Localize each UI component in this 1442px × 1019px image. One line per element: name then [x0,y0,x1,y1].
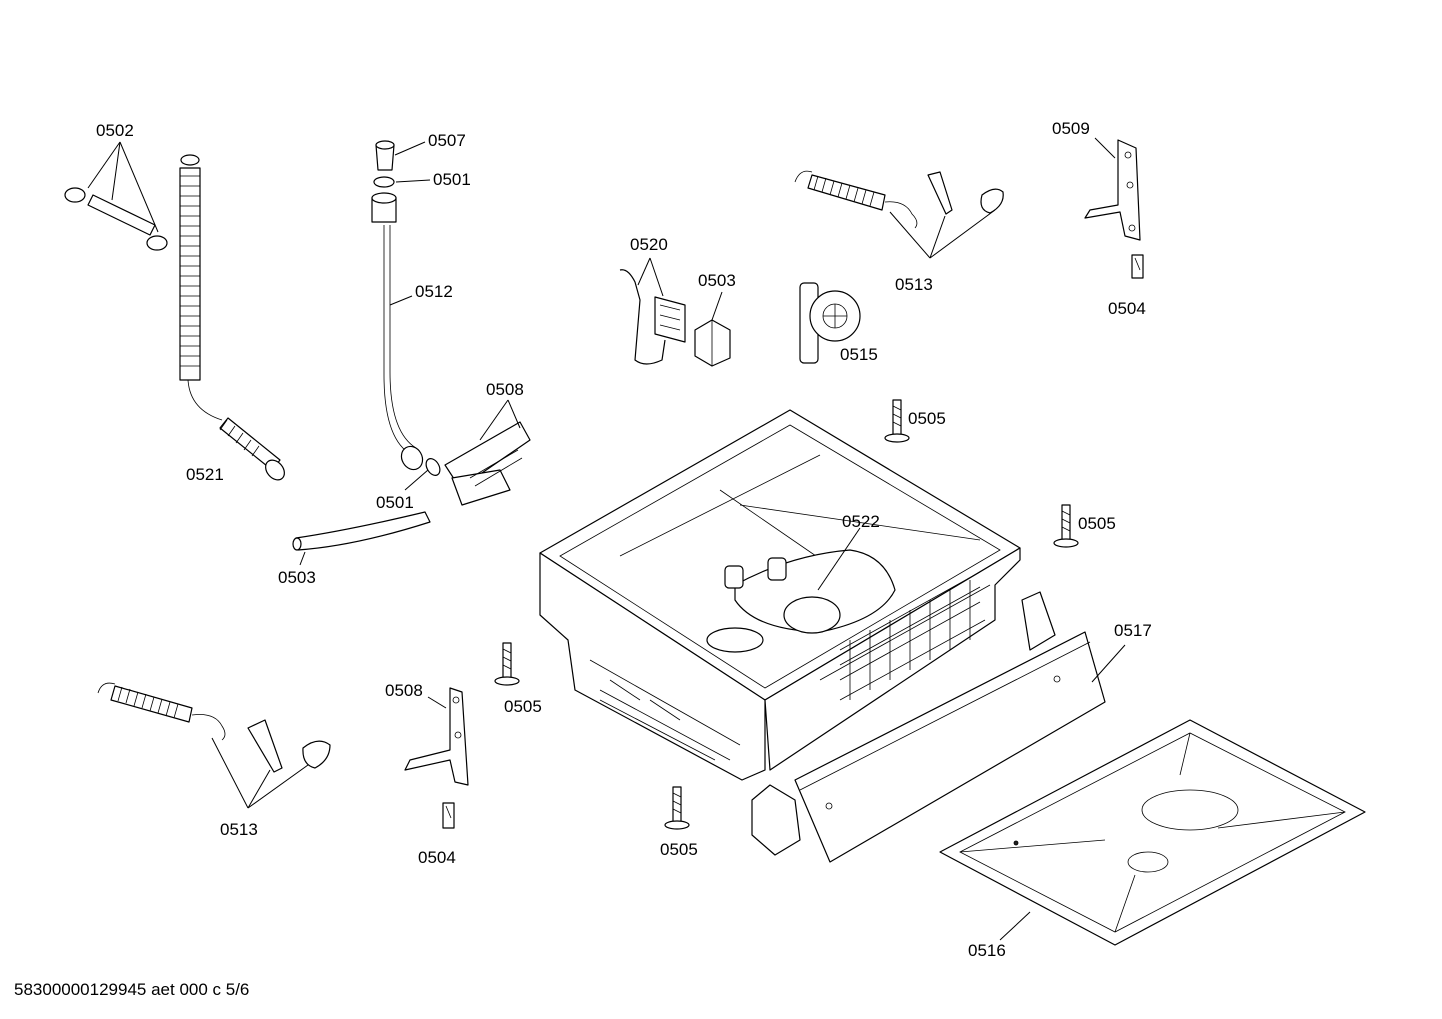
label-0522: 0522 [842,512,880,531]
part-0503-block [694,291,731,367]
label-0508-top: 0508 [486,380,524,399]
label-0503-mid: 0503 [698,271,736,290]
part-0512-inlet-hose [371,192,441,476]
label-0505-4: 0505 [660,840,698,859]
part-0502-clamps-tube [64,141,168,251]
part-0503-drain-pipe [292,511,431,566]
part-0508-valve [444,399,531,506]
part-0505-screw-2 [1053,504,1079,548]
label-0504-bottom: 0504 [418,848,456,867]
label-0509: 0509 [1052,119,1090,138]
part-corrugated-hose [179,154,223,421]
label-0512: 0512 [415,282,453,301]
label-0508-bottom: 0508 [385,681,423,700]
label-0502: 0502 [96,121,134,140]
label-0505-3: 0505 [504,697,542,716]
part-0521-connector [219,417,285,481]
part-0509-bracket [1084,137,1141,241]
part-0507-cap [375,140,426,171]
part-0504-clip-bottom [442,802,455,829]
part-base-frame [539,409,1021,781]
part-0520-sensor [619,257,686,365]
label-0505-1: 0505 [908,409,946,428]
part-0513-spring-bottom [97,682,331,809]
label-0507: 0507 [428,131,466,150]
label-0516: 0516 [968,941,1006,960]
label-0505-2: 0505 [1078,514,1116,533]
label-0515: 0515 [840,345,878,364]
label-0501-top: 0501 [433,170,471,189]
part-0515-pump [799,282,861,364]
part-0513-spring-top [794,170,1004,259]
part-0504-clip-top [1131,254,1144,279]
label-0513-bottom: 0513 [220,820,258,839]
drawing-reference-footer: 58300000129945 aet 000 c 5/6 [14,980,250,999]
label-0520: 0520 [630,235,668,254]
part-0501-seal-top [373,176,431,188]
part-0508-bracket-lower [404,687,469,786]
label-0504-top: 0504 [1108,299,1146,318]
part-0516-base-plate [939,719,1366,946]
part-0505-screw-4 [664,786,690,830]
part-0505-screw-1 [884,399,910,443]
label-0513-top: 0513 [895,275,933,294]
part-0517-front-panel [751,591,1126,863]
label-0517: 0517 [1114,621,1152,640]
label-0521: 0521 [186,465,224,484]
label-0503-left: 0503 [278,568,316,587]
label-0501-bottom: 0501 [376,493,414,512]
part-0505-screw-3 [494,642,520,686]
